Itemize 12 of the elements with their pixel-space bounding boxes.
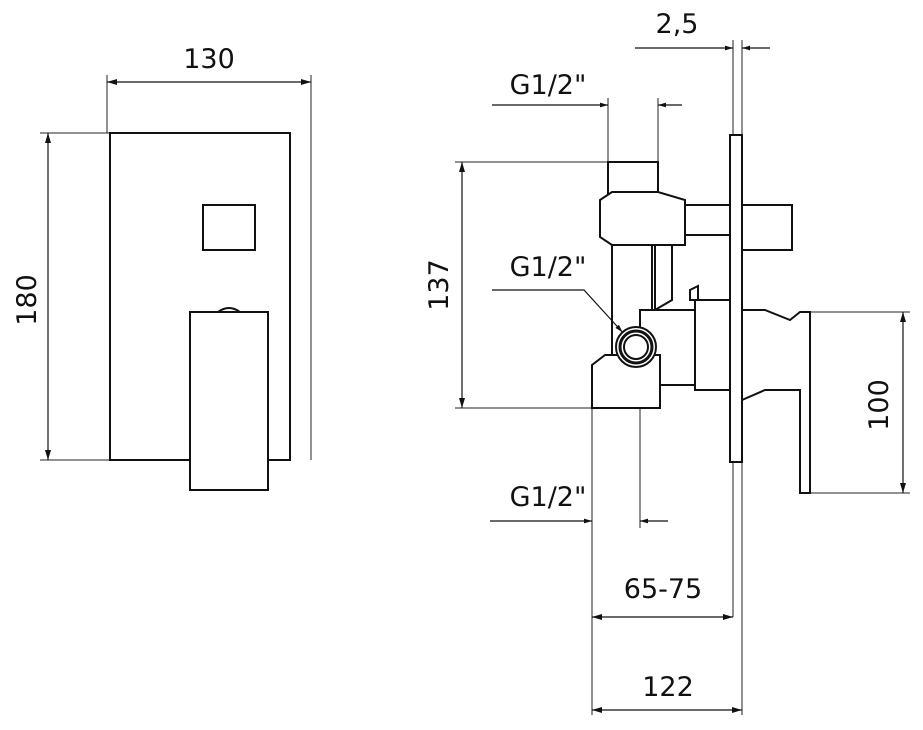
dimension-label: G1/2" [510, 483, 586, 513]
inlet-connection [615, 326, 657, 368]
dimension-label: G1/2" [510, 71, 586, 101]
dimension-label: 180 [13, 274, 43, 326]
leader-line [492, 289, 623, 333]
thread-size-label: G1/2" [510, 253, 586, 283]
dimension-label: 65-75 [624, 575, 702, 605]
dimension-label: 130 [183, 45, 235, 75]
dimension-label: 100 [865, 379, 895, 431]
dimension-label: 2,5 [656, 10, 698, 40]
dimension-label: 137 [425, 259, 455, 311]
dimension-label: 122 [642, 673, 694, 703]
